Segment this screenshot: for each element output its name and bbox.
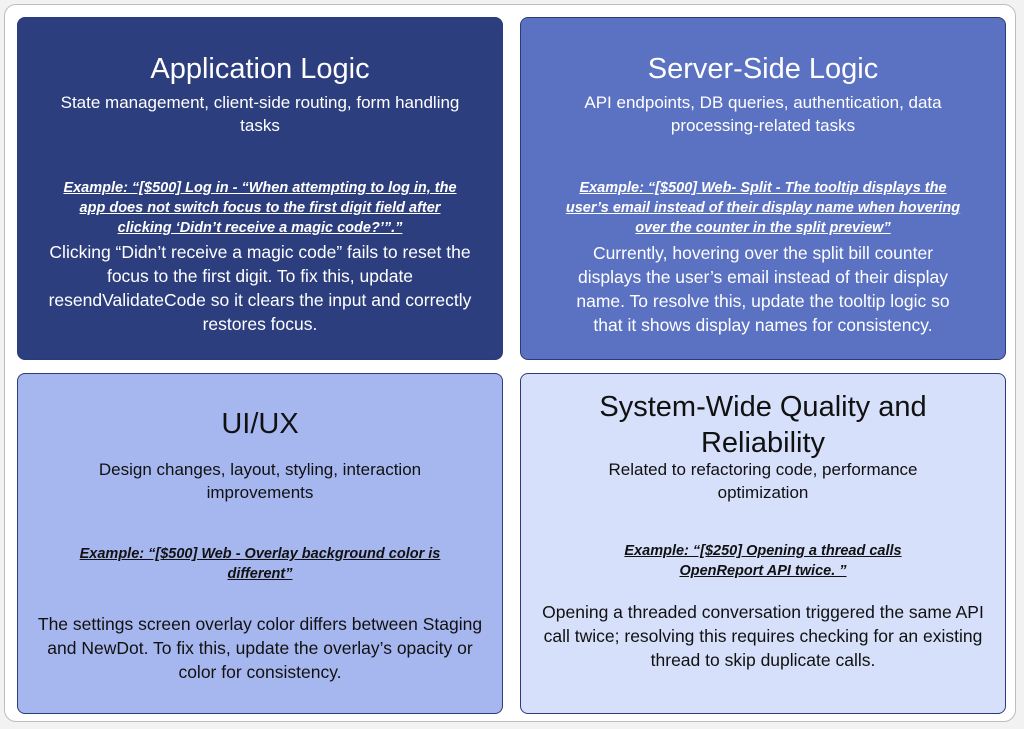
card-description: Opening a threaded conversation triggere… <box>542 602 984 670</box>
card-server-side-logic: Server-Side Logic API endpoints, DB quer… <box>520 17 1006 360</box>
card-subtitle: State management, client-side routing, f… <box>60 93 460 135</box>
card-description: Currently, hovering over the split bill … <box>576 243 950 335</box>
card-title: System-Wide Quality and Reliability <box>599 391 927 459</box>
card-description: The settings screen overlay color differ… <box>37 614 483 682</box>
card-description: Clicking “Didn’t receive a magic code” f… <box>48 242 472 334</box>
card-system-wide-quality: System-Wide Quality and Reliability Rela… <box>520 373 1006 714</box>
card-example: Example: “[$500] Log in - “When attempti… <box>63 180 457 236</box>
card-title: Application Logic <box>150 53 370 85</box>
card-subtitle: Related to refactoring code, performance… <box>608 460 918 502</box>
card-example: Example: “[$250] Opening a thread calls … <box>624 543 902 579</box>
card-subtitle: Design changes, layout, styling, interac… <box>98 460 422 502</box>
card-application-logic: Application Logic State management, clie… <box>17 17 503 360</box>
card-example: Example: “[$500] Web- Split - The toolti… <box>565 180 961 236</box>
card-title: UI/UX <box>221 408 299 440</box>
card-example: Example: “[$500] Web - Overlay backgroun… <box>79 546 441 582</box>
card-ui-ux: UI/UX Design changes, layout, styling, i… <box>17 373 503 714</box>
card-subtitle: API endpoints, DB queries, authenticatio… <box>584 93 942 135</box>
card-title: Server-Side Logic <box>647 53 879 85</box>
